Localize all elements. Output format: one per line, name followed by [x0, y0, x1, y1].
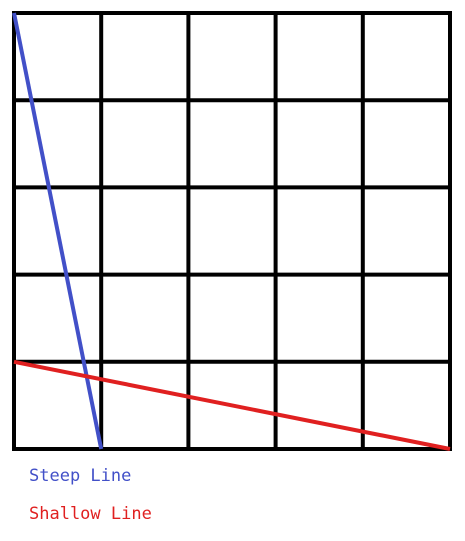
steep-line [12, 12, 104, 450]
shallow-line [13, 359, 451, 451]
grid [12, 11, 452, 451]
plotted-lines [12, 12, 451, 451]
legend-shallow-line-label: Shallow Line [29, 504, 152, 524]
legend-steep-line-label: Steep Line [29, 466, 132, 486]
